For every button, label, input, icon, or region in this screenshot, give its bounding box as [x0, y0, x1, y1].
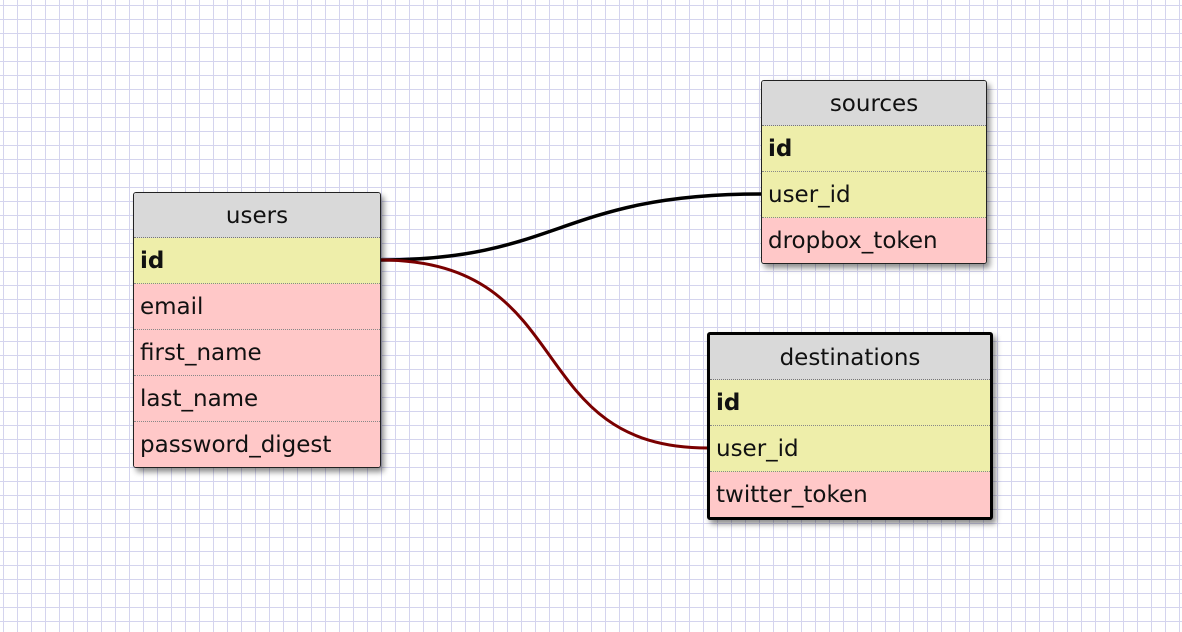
relation-users-destinations[interactable]	[379, 258, 709, 450]
table-title-users[interactable]: users	[134, 193, 380, 238]
column-sources-id[interactable]: id	[762, 126, 986, 172]
column-sources-dropbox-token[interactable]: dropbox_token	[762, 218, 986, 263]
table-destinations[interactable]: destinations id user_id twitter_token	[707, 332, 993, 520]
column-users-password-digest[interactable]: password_digest	[134, 422, 380, 467]
column-destinations-id[interactable]: id	[710, 380, 990, 426]
table-sources[interactable]: sources id user_id dropbox_token	[761, 80, 987, 264]
column-destinations-user-id[interactable]: user_id	[710, 426, 990, 472]
column-users-first-name[interactable]: first_name	[134, 330, 380, 376]
table-title-sources[interactable]: sources	[762, 81, 986, 126]
relation-users-sources[interactable]	[379, 192, 762, 262]
column-users-id[interactable]: id	[134, 238, 380, 284]
column-users-email[interactable]: email	[134, 284, 380, 330]
column-sources-user-id[interactable]: user_id	[762, 172, 986, 218]
column-destinations-twitter-token[interactable]: twitter_token	[710, 472, 990, 517]
table-title-destinations[interactable]: destinations	[710, 335, 990, 380]
table-users[interactable]: users id email first_name last_name pass…	[133, 192, 381, 468]
column-users-last-name[interactable]: last_name	[134, 376, 380, 422]
